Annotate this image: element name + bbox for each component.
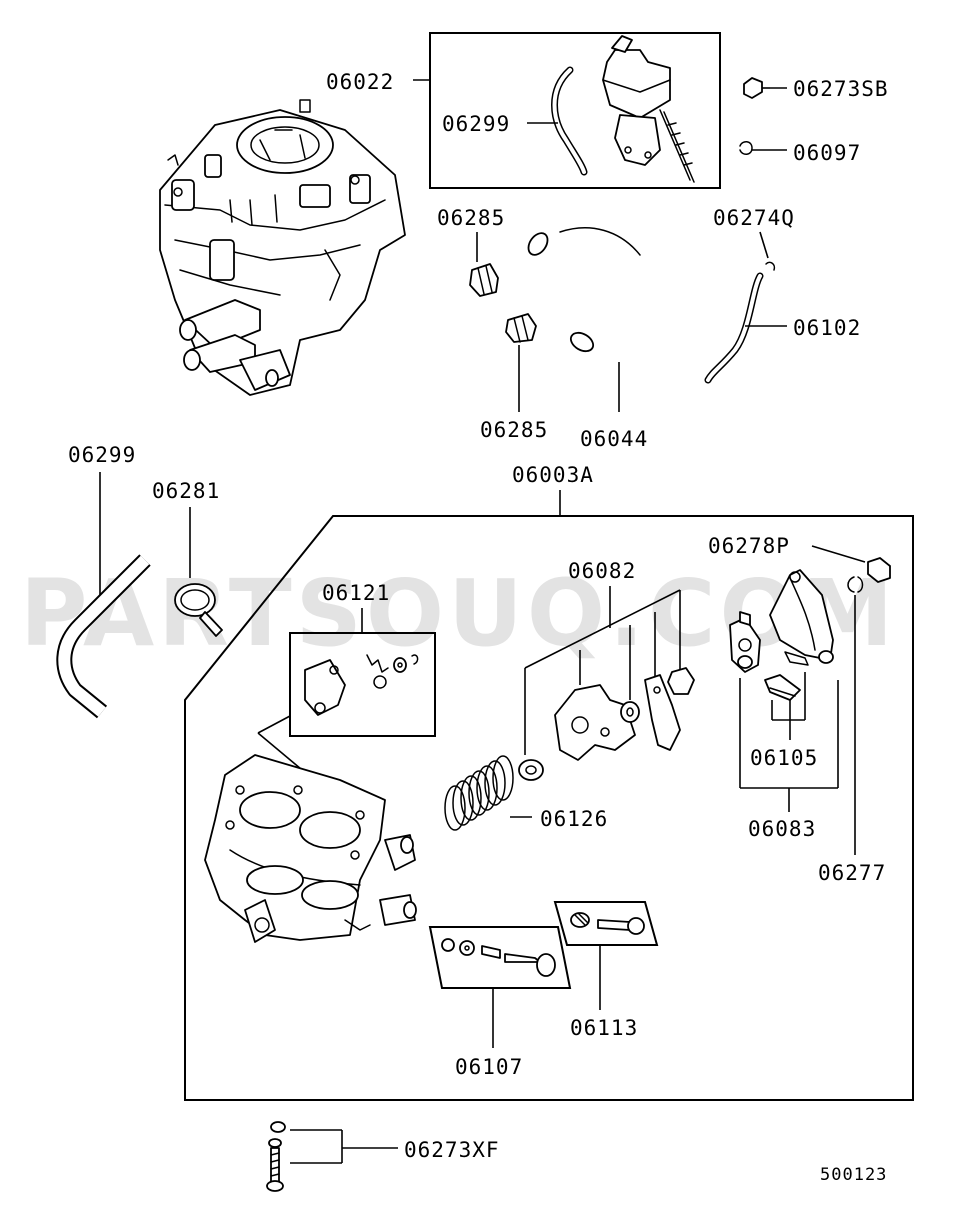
label-06278P[interactable]: 06278P bbox=[708, 534, 790, 558]
label-06299-top[interactable]: 06299 bbox=[442, 112, 510, 136]
vacuum-actuator-illustration bbox=[602, 35, 695, 183]
label-06083[interactable]: 06083 bbox=[748, 817, 816, 841]
kit-box-06121 bbox=[289, 632, 436, 737]
kit-box-06022 bbox=[429, 32, 721, 189]
hose-06044 bbox=[527, 214, 670, 368]
label-06121[interactable]: 06121 bbox=[322, 581, 390, 605]
label-06273SB[interactable]: 06273SB bbox=[793, 77, 889, 101]
label-06082[interactable]: 06082 bbox=[568, 559, 636, 583]
hose-clamp-06281 bbox=[174, 583, 223, 637]
label-06285-top[interactable]: 06285 bbox=[437, 206, 505, 230]
clip-06274Q bbox=[765, 261, 776, 271]
label-06022[interactable]: 06022 bbox=[326, 70, 394, 94]
label-06107[interactable]: 06107 bbox=[455, 1055, 523, 1079]
hose-06299-left bbox=[56, 554, 151, 719]
bolt-06273SB bbox=[743, 77, 770, 99]
label-06299-left[interactable]: 06299 bbox=[68, 443, 136, 467]
kit-06107 bbox=[428, 926, 572, 989]
carburetor-assembly-illustration bbox=[159, 99, 406, 396]
label-06277[interactable]: 06277 bbox=[818, 861, 886, 885]
label-06003A[interactable]: 06003A bbox=[512, 463, 594, 487]
spring-06126 bbox=[444, 755, 514, 831]
diagram-code: 500123 bbox=[820, 1165, 887, 1185]
label-06274Q[interactable]: 06274Q bbox=[713, 206, 795, 230]
kit-box-06003A bbox=[184, 515, 914, 1101]
label-06113[interactable]: 06113 bbox=[570, 1016, 638, 1040]
label-06102[interactable]: 06102 bbox=[793, 316, 861, 340]
nut-06278P bbox=[867, 557, 891, 583]
label-06044[interactable]: 06044 bbox=[580, 427, 648, 451]
washer-06277 bbox=[847, 576, 855, 593]
label-06105[interactable]: 06105 bbox=[750, 746, 818, 770]
label-06273XF[interactable]: 06273XF bbox=[404, 1138, 500, 1162]
clip-06097 bbox=[739, 141, 753, 155]
label-06281[interactable]: 06281 bbox=[152, 479, 220, 503]
label-06285-bottom[interactable]: 06285 bbox=[480, 418, 548, 442]
rod-06102 bbox=[704, 272, 764, 384]
lever-assembly-06083 bbox=[729, 569, 834, 701]
label-06097[interactable]: 06097 bbox=[793, 141, 861, 165]
hose-clip-06285-bottom bbox=[505, 313, 537, 343]
watermark: PARTSOUQ.COM bbox=[20, 560, 897, 667]
kit-06113 bbox=[553, 901, 659, 946]
throttle-cam-06082 bbox=[518, 667, 695, 781]
hose-clip-06285-top bbox=[469, 263, 499, 297]
choke-lever-06121 bbox=[304, 654, 419, 716]
label-06126[interactable]: 06126 bbox=[540, 807, 608, 831]
screw-06273XF bbox=[266, 1121, 286, 1192]
throttle-body-illustration bbox=[204, 754, 417, 943]
